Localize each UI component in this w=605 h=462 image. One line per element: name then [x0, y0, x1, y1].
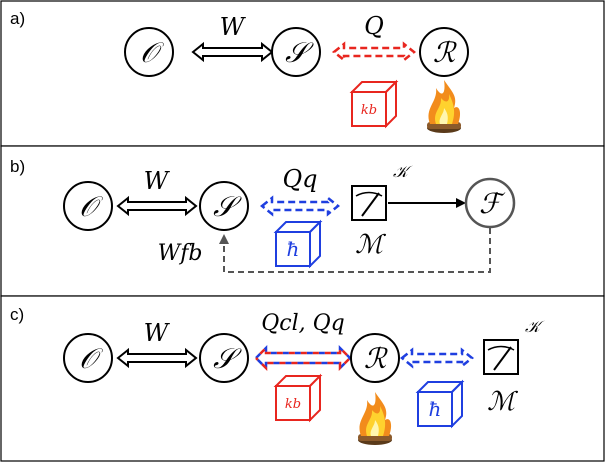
meter-icon-c: [483, 339, 519, 375]
node-observer-c: [63, 333, 113, 383]
work-label-a: W: [220, 13, 247, 41]
node-observer-b: [63, 181, 113, 231]
heat-arrow-b: [259, 195, 341, 217]
heat-arrow-a: [331, 41, 417, 63]
node-reservoir-a: [419, 27, 469, 77]
work-label-b: W: [144, 167, 171, 195]
cube-hbar-icon-c: ħ: [415, 379, 465, 429]
meter-icon-b: [351, 185, 387, 221]
cube-hbar-icon-b: ħ: [273, 219, 323, 269]
node-reservoir-a-label: ℛ: [433, 36, 457, 69]
panel-c-label: c): [10, 305, 24, 324]
feedback-path-b: [219, 228, 491, 273]
node-system-b: [199, 181, 249, 231]
cube-kb-label-c: kb: [285, 397, 301, 412]
cube-hbar-label-c: ħ: [429, 397, 442, 421]
node-system-a: [271, 27, 321, 77]
cube-hbar-label-b: ħ: [287, 237, 300, 261]
cube-kb-icon-a: kb: [349, 79, 399, 129]
node-system-c: [199, 333, 249, 383]
panel-a-label: a): [10, 9, 25, 28]
node-observer-a: [124, 27, 174, 77]
meter-label-c: ℳ: [487, 387, 518, 417]
work-arrow-c: [116, 347, 198, 369]
work-arrow-b: [116, 195, 198, 217]
cube-kb-icon-c: kb: [273, 373, 323, 423]
panel-b-label: b): [10, 157, 25, 176]
heat-label-a: Q: [364, 12, 384, 40]
work-label-c: W: [144, 319, 171, 347]
heat-label-b: Qq: [282, 165, 317, 193]
node-feedback-b: [464, 177, 516, 229]
feedback-label-b: Wfb: [158, 241, 203, 266]
cube-kb-label-a: kb: [361, 103, 377, 118]
quantum-arrow-c: [399, 347, 475, 369]
meter-label-b: ℳ: [355, 230, 386, 260]
heat-label-c: Qcl, Qq: [261, 311, 345, 336]
node-reservoir-c: [350, 333, 400, 383]
node-reservoir-c-label: ℛ: [364, 342, 388, 375]
